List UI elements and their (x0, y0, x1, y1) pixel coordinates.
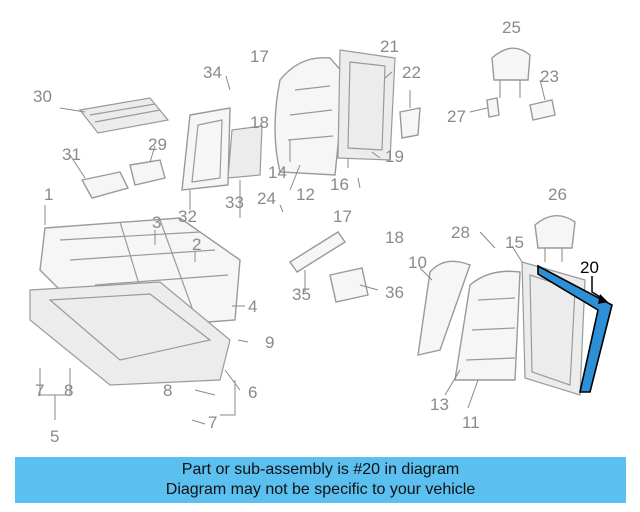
callout-8a: 8 (64, 381, 73, 400)
callout-26: 26 (548, 185, 567, 204)
diagram-caption: Part or sub-assembly is #20 in diagram D… (15, 457, 626, 503)
callout-30: 30 (33, 87, 52, 106)
headrest-front-part (534, 215, 576, 262)
callout-31: 31 (62, 145, 81, 164)
callout-33: 33 (225, 193, 244, 212)
callout-7a: 7 (35, 381, 44, 400)
callout-17b: 17 (333, 207, 352, 226)
callout-23: 23 (540, 67, 559, 86)
callout-1: 1 (44, 185, 53, 204)
callout-20: 20 (580, 258, 599, 277)
backrest-frame-part (181, 107, 231, 191)
part-20-arrow (598, 294, 608, 304)
back-cover-part (337, 49, 396, 161)
seat-parts-diagram: 1 2 3 4 5 6 7 7 8 8 9 10 11 12 13 14 15 … (29, 18, 613, 446)
callout-7b: 7 (208, 413, 217, 432)
leader-lines (39, 71, 546, 425)
callout-22: 22 (402, 63, 421, 82)
heating-pad-part (78, 97, 170, 134)
callout-16: 16 (330, 175, 349, 194)
side-bolster-part (417, 260, 471, 356)
callout-21: 21 (380, 37, 399, 56)
rear-backrest-part (454, 270, 521, 381)
callout-8b: 8 (163, 381, 172, 400)
seat-base-frame-part (29, 281, 231, 386)
sleeve-part (486, 97, 500, 118)
callout-35: 35 (292, 285, 311, 304)
callout-3: 3 (152, 213, 161, 232)
callout-18b: 18 (385, 228, 404, 247)
back-cushion-part (274, 56, 346, 176)
headrest-rear-part (491, 47, 531, 98)
guide-part (529, 99, 556, 121)
module-part (329, 267, 369, 303)
callout-29: 29 (148, 135, 167, 154)
caption-line-1: Part or sub-assembly is #20 in diagram (181, 461, 460, 478)
callout-11: 11 (462, 413, 480, 432)
side-pad-part (129, 159, 166, 186)
callout-32: 32 (178, 207, 197, 226)
callout-10: 10 (408, 253, 427, 272)
callout-15: 15 (505, 233, 524, 252)
callout-12: 12 (296, 185, 315, 204)
callout-14: 14 (268, 163, 287, 182)
latch-part (399, 107, 421, 139)
callout-34: 34 (203, 63, 222, 82)
heating-mat-part (227, 125, 263, 179)
callout-19: 19 (385, 147, 404, 166)
callout-18a: 18 (250, 113, 269, 132)
caption-line-2: Diagram may not be specific to your vehi… (165, 481, 476, 498)
callout-17a: 17 (250, 47, 269, 66)
callout-5: 5 (50, 427, 59, 446)
trim-strip-part (289, 231, 346, 273)
callout-9: 9 (265, 333, 274, 352)
highlighted-part-20[interactable] (537, 264, 613, 393)
callout-36: 36 (385, 283, 404, 302)
callout-24: 24 (257, 189, 276, 208)
callout-28: 28 (451, 223, 470, 242)
bracket-part (80, 171, 130, 199)
callout-6: 6 (248, 383, 257, 402)
callout-25: 25 (502, 18, 521, 37)
callout-13: 13 (430, 395, 449, 414)
callout-2: 2 (192, 235, 201, 254)
callout-4: 4 (248, 297, 257, 316)
callout-27: 27 (447, 107, 466, 126)
